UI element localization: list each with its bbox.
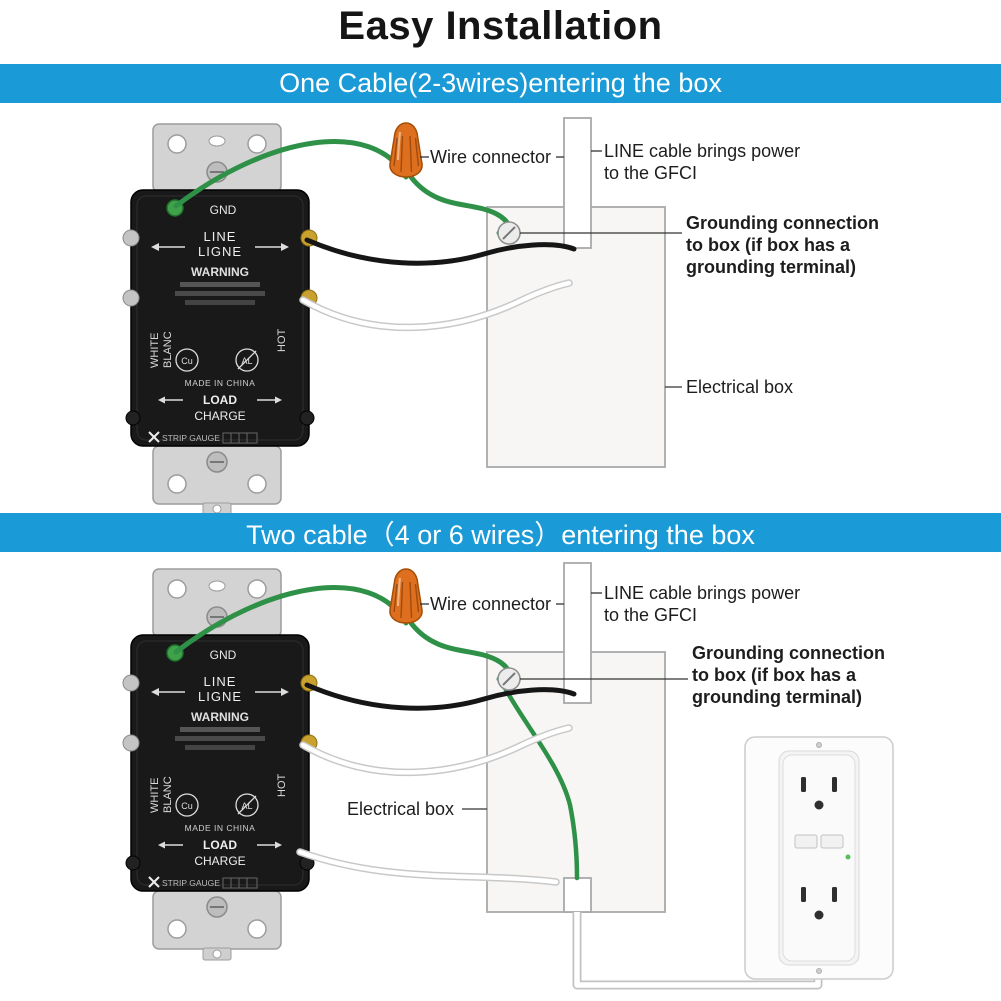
page-title: Easy Installation	[338, 4, 663, 48]
load-cable-clamp	[563, 877, 592, 913]
white-wire-load	[297, 849, 559, 885]
white-wire	[300, 725, 572, 775]
grounding-screw	[497, 667, 521, 691]
wire-connector-label: Wire connector	[430, 593, 551, 615]
label-line-2: to box (if box has a	[686, 235, 851, 255]
label-line-3: grounding terminal)	[692, 687, 862, 707]
section2-banner: Two cable（4 or 6 wires）entering the box	[0, 513, 1001, 552]
wire-connector-orange	[388, 567, 424, 625]
black-wire	[304, 682, 577, 711]
label-line-2: to the GFCI	[604, 163, 698, 183]
wire-connector-label: Wire connector	[430, 146, 551, 168]
diagram-one-cable	[122, 117, 682, 516]
electrical-box-label: Electrical box	[686, 376, 793, 398]
green-wire-to-device	[173, 585, 409, 655]
electrical-box-label: Electrical box	[347, 798, 454, 820]
line-cable-channel	[563, 117, 592, 249]
line-cable-label: LINE cable brings power to the GFCI	[604, 140, 800, 184]
label-text: Electrical box	[686, 377, 794, 397]
leader-lines	[420, 592, 688, 810]
line-cable-channel	[563, 562, 592, 704]
grounding-screw	[497, 221, 521, 245]
gfci-outlet-front	[744, 736, 894, 980]
diagram-two-cables	[122, 562, 894, 990]
line-cable-label: LINE cable brings power to the GFCI	[604, 582, 800, 626]
label-line-1: LINE cable brings power	[604, 141, 801, 161]
gfci-device-back	[122, 123, 318, 516]
wires	[173, 585, 580, 886]
section1-banner: One Cable(2-3wires)entering the box	[0, 64, 1001, 103]
label-line-2: to box (if box has a	[692, 665, 857, 685]
green-wire-to-device	[173, 139, 409, 209]
gfci-device-back	[122, 568, 318, 961]
black-wire	[304, 237, 577, 266]
label-line-1: LINE cable brings power	[604, 583, 801, 603]
white-wire	[300, 280, 572, 330]
label-line-2: to the GFCI	[604, 605, 698, 625]
wires	[173, 139, 577, 332]
green-wire-to-load	[502, 685, 580, 881]
label-line-3: grounding terminal)	[686, 257, 856, 277]
label-line-1: Grounding connection	[686, 213, 879, 233]
label-text: Wire connector	[430, 594, 552, 614]
label-line-1: Grounding connection	[692, 643, 885, 663]
leader-lines	[420, 150, 682, 388]
grounding-label: Grounding connection to box (if box has …	[692, 642, 885, 708]
grounding-label: Grounding connection to box (if box has …	[686, 212, 879, 278]
wire-connector-orange	[388, 121, 424, 179]
label-text: Wire connector	[430, 147, 552, 167]
label-text: Electrical box	[347, 799, 455, 819]
